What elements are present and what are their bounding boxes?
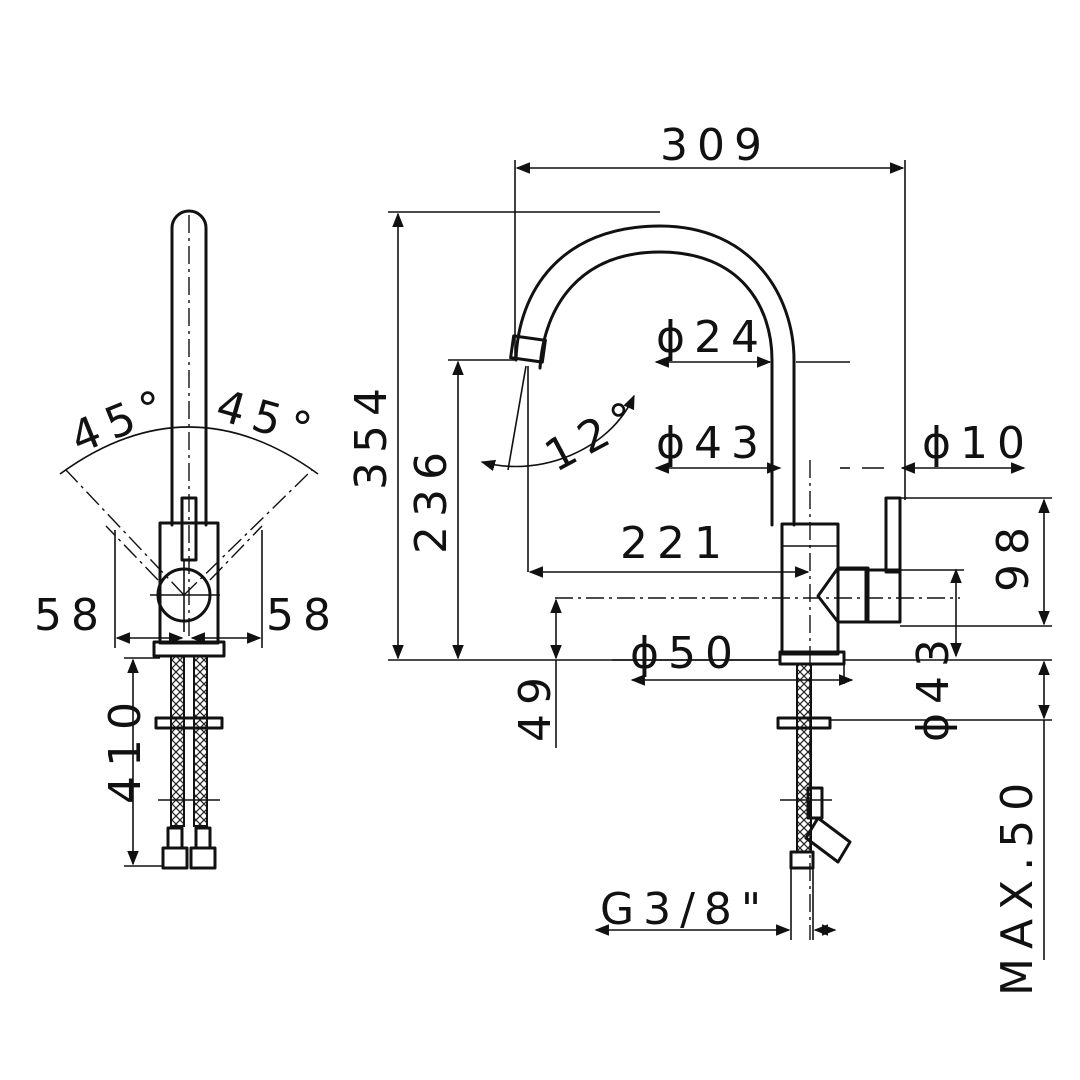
front-spout-diameter-label: ϕ24: [656, 312, 768, 363]
side-fitting-right: [189, 846, 217, 870]
side-angle-right-label: 45°: [211, 380, 326, 458]
front-tilt-ref-line: [507, 365, 527, 471]
front-handle-diameter-label: ϕ10: [922, 418, 1034, 469]
side-swing-left-line: [65, 469, 185, 596]
side-angle-left-label: 45°: [64, 377, 180, 464]
side-offset-left-label: 58: [34, 590, 108, 641]
front-spout-outline: [514, 224, 796, 527]
side-base: [152, 640, 226, 658]
side-swing-left-ghost: [105, 525, 159, 581]
side-offset-right-label: 58: [266, 590, 340, 641]
front-view: 309 354 236 12° ϕ24 ϕ43 ϕ10 221 98 ϕ50: [346, 120, 1052, 996]
front-tilt-arc: [480, 394, 635, 471]
front-height-label: 354: [346, 379, 397, 490]
side-handle-lever: [180, 496, 198, 562]
side-swing-right-ghost: [209, 525, 263, 581]
front-max-deck-label: MAX.50: [992, 774, 1043, 996]
front-handle-joint: [816, 566, 870, 624]
side-mount-washer: [154, 716, 224, 730]
front-handle-axis-label: 49: [510, 668, 561, 742]
front-handle-lever: [884, 496, 902, 574]
side-swing-right-line: [183, 469, 313, 596]
side-swing-arc: [59, 426, 319, 475]
side-fitting-left: [161, 846, 189, 870]
front-mount-diameter-label: ϕ43: [908, 630, 959, 742]
front-base-diameter-label: ϕ50: [630, 628, 742, 679]
front-aerator: [509, 334, 547, 364]
front-spout-reach-label: 221: [620, 518, 731, 569]
side-nut-left: [166, 826, 184, 850]
front-hose: [796, 663, 812, 853]
front-threaded-end: [806, 786, 824, 820]
side-hose-length-label: 410: [100, 693, 151, 804]
front-angled-connector: [804, 816, 852, 864]
front-handle-cap: [864, 568, 902, 624]
front-reach-label: 309: [660, 120, 771, 171]
side-view: 45° 45° 58 58 410: [34, 209, 340, 870]
side-hose-right: [193, 655, 208, 827]
side-nut-right: [194, 826, 212, 850]
front-spout-height-label: 236: [406, 443, 457, 554]
front-tilt-label: 12°: [537, 388, 654, 482]
front-body-diameter-label: ϕ43: [656, 418, 768, 469]
front-mount-washer: [776, 716, 832, 730]
front-thread-label: G3/8": [600, 884, 770, 935]
front-handle-height-label: 98: [988, 518, 1039, 592]
side-hose-left: [170, 655, 185, 827]
front-fitting: [789, 850, 815, 870]
side-spout-outline: [170, 209, 208, 527]
